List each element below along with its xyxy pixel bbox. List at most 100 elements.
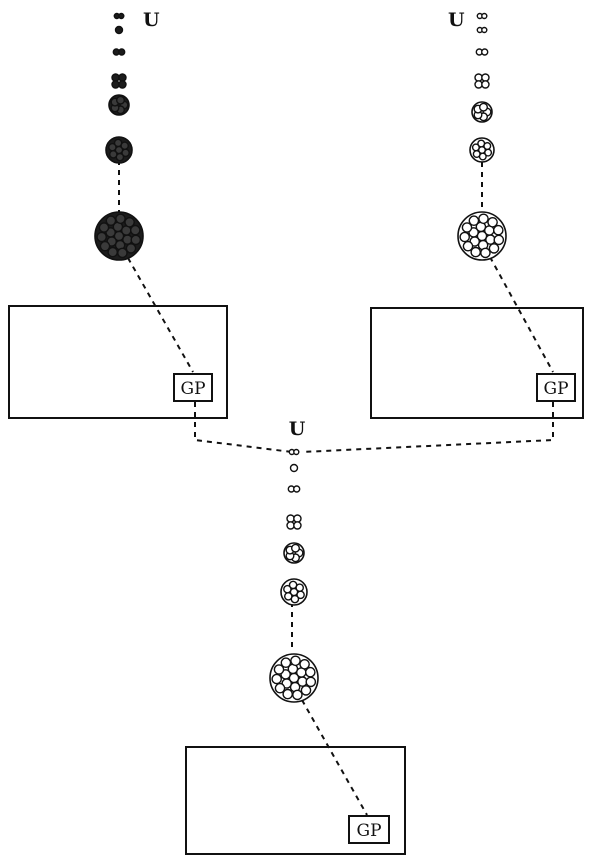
connector-left-to-center bbox=[194, 402, 293, 453]
box-left bbox=[8, 305, 228, 419]
blastomere-cell bbox=[117, 247, 128, 259]
blastomere-cell bbox=[125, 243, 137, 254]
embryo-stage-5 bbox=[108, 94, 130, 116]
box-right bbox=[370, 307, 584, 419]
blastomere-cell bbox=[483, 141, 492, 150]
connector-center-diagonal bbox=[301, 699, 368, 816]
blastomere-cell bbox=[493, 234, 505, 246]
blastomere-cell bbox=[300, 685, 312, 696]
blastomere-cell bbox=[487, 216, 498, 228]
blastomere-cell bbox=[291, 543, 301, 553]
blastomere-cell bbox=[492, 224, 504, 236]
embryo-stage-4 bbox=[474, 73, 490, 89]
blastomere-cell bbox=[290, 655, 301, 667]
embryo-stage-1 bbox=[476, 12, 488, 20]
connector-right-diagonal bbox=[489, 256, 554, 373]
embryo-stage-3 bbox=[287, 485, 301, 493]
blastomere-cell bbox=[99, 240, 111, 252]
blastomere-cell bbox=[283, 584, 292, 594]
blastomere-cell bbox=[271, 673, 283, 685]
gp-label-bottom: GP bbox=[356, 821, 381, 841]
blastomere-cell bbox=[118, 80, 127, 89]
blastomere-cell bbox=[472, 149, 481, 158]
blastomere-cell bbox=[479, 102, 489, 112]
blastomere-cell bbox=[105, 215, 117, 226]
blastomere-cell bbox=[481, 80, 490, 89]
blastomere-cell bbox=[293, 448, 300, 456]
blastomere-cell bbox=[293, 521, 302, 530]
blastomere-cell bbox=[481, 48, 489, 56]
box-bottom bbox=[185, 746, 406, 855]
blastomere-cell bbox=[108, 142, 117, 152]
blastomere-cell bbox=[459, 231, 471, 243]
blastomere-cell bbox=[109, 149, 118, 159]
blastomere-cell bbox=[283, 592, 293, 601]
blastomere-cell bbox=[274, 682, 286, 694]
embryo-stage-3 bbox=[112, 48, 126, 56]
embryo-stage-7 bbox=[457, 211, 507, 261]
lineage-left bbox=[94, 12, 144, 261]
embryo-stage-4 bbox=[111, 73, 127, 89]
blastomere-cell bbox=[471, 143, 480, 152]
embryo-stage-2 bbox=[476, 26, 488, 34]
blastomere-cell bbox=[461, 222, 473, 233]
embryo-stage-2 bbox=[289, 463, 299, 473]
embryo-stage-6 bbox=[469, 137, 495, 163]
blastomere-cell bbox=[295, 583, 305, 593]
embryo-stage-7 bbox=[94, 211, 144, 261]
blastomere-cell bbox=[98, 222, 110, 233]
embryo-stage-7 bbox=[269, 653, 319, 703]
gp-box-right bbox=[536, 373, 576, 402]
blastomere-cell bbox=[488, 243, 500, 254]
connector-lines bbox=[118, 160, 554, 816]
blastomere-cell bbox=[118, 12, 125, 20]
lineage-right bbox=[457, 12, 507, 261]
gp-label-left: GP bbox=[180, 379, 205, 399]
u-label-right: U bbox=[448, 9, 465, 31]
blastomere-cell bbox=[470, 246, 482, 258]
blastomere-cell bbox=[289, 463, 299, 473]
gp-box-left bbox=[173, 373, 213, 402]
blastomere-cell bbox=[481, 12, 488, 20]
blastomere-cell bbox=[124, 216, 135, 228]
blastomere-cell bbox=[115, 95, 125, 105]
blastomere-cell bbox=[114, 25, 124, 35]
blastomere-cell bbox=[299, 659, 310, 670]
blastomere-cell bbox=[468, 215, 480, 226]
embryo-stage-6 bbox=[280, 578, 308, 606]
embryo-stage-1 bbox=[113, 12, 125, 20]
connector-left-diagonal bbox=[127, 257, 194, 373]
embryo-stage-6 bbox=[105, 136, 133, 164]
u-label-center: U bbox=[289, 418, 306, 440]
blastomere-cell bbox=[304, 666, 316, 678]
blastomere-cell bbox=[462, 240, 474, 252]
embryo-stage-5 bbox=[471, 101, 493, 123]
blastomere-cell bbox=[480, 247, 491, 259]
connector-right-to-center bbox=[301, 402, 554, 453]
gp-label-right: GP bbox=[543, 379, 568, 399]
embryo-stage-5 bbox=[283, 542, 305, 564]
blastomere-cell bbox=[282, 688, 294, 700]
blastomere-cell bbox=[273, 664, 285, 675]
u-label-left: U bbox=[143, 9, 160, 31]
blastomere-cell bbox=[293, 485, 301, 493]
embryo-stage-4 bbox=[286, 514, 302, 530]
blastomere-cell bbox=[115, 213, 126, 225]
blastomere-cell bbox=[305, 676, 317, 688]
blastomere-cell bbox=[107, 246, 118, 258]
blastomere-cell bbox=[129, 224, 141, 236]
gp-box-bottom bbox=[348, 815, 390, 844]
blastomere-cell bbox=[120, 141, 129, 150]
blastomere-cell bbox=[96, 231, 107, 243]
blastomere-cell bbox=[478, 213, 489, 225]
blastomere-cell bbox=[481, 26, 488, 34]
embryo-stage-3 bbox=[475, 48, 489, 56]
embryo-stage-2 bbox=[114, 25, 124, 35]
blastomere-cell bbox=[130, 234, 142, 246]
blastomere-cell bbox=[117, 48, 126, 56]
lineage-center bbox=[269, 448, 319, 703]
blastomere-cell bbox=[280, 657, 292, 669]
embryo-stage-1 bbox=[288, 448, 300, 456]
blastomere-cell bbox=[292, 689, 303, 701]
